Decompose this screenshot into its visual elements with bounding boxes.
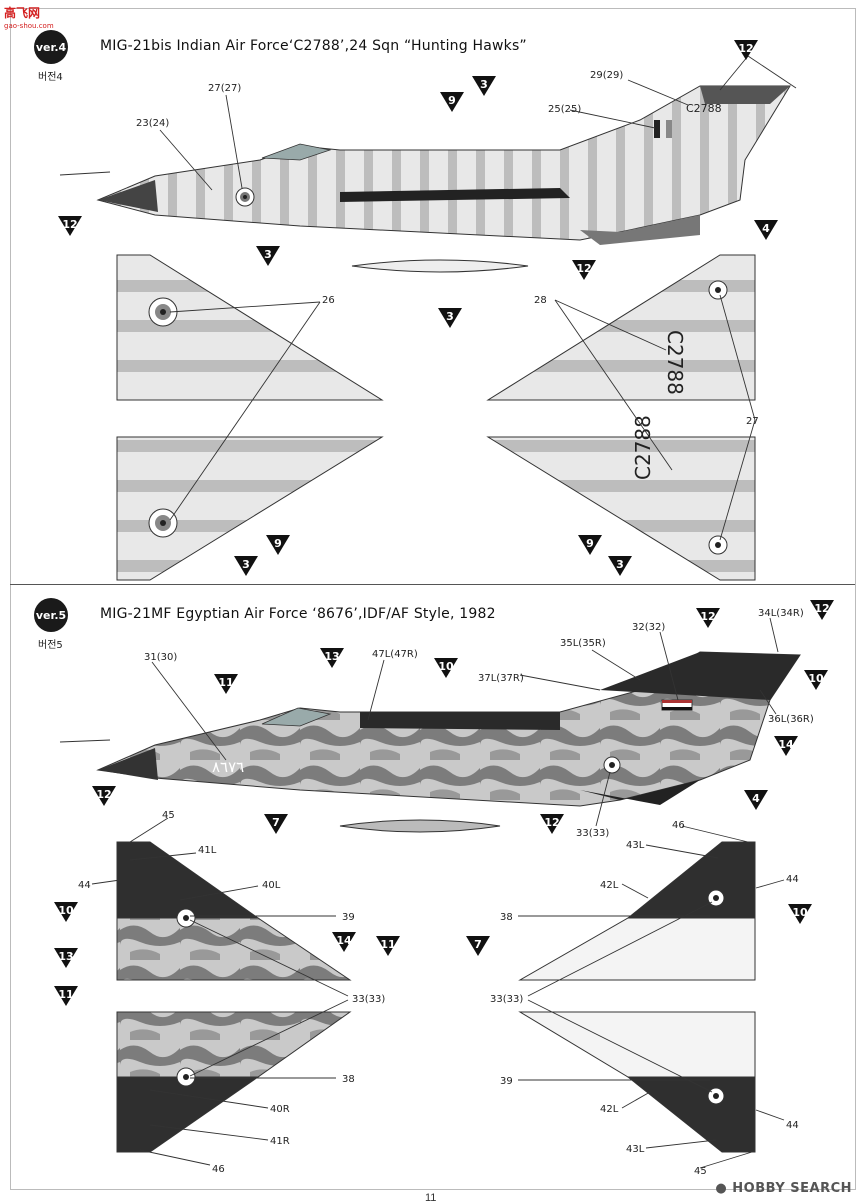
svg-text:38: 38 <box>500 912 513 923</box>
svg-text:3: 3 <box>616 558 624 571</box>
svg-text:25(25): 25(25) <box>548 104 581 115</box>
svg-text:36L(36R): 36L(36R) <box>768 714 814 725</box>
svg-text:34L(34R): 34L(34R) <box>758 608 804 619</box>
svg-text:41L: 41L <box>198 845 217 856</box>
v5-leader-lines <box>91 617 785 1169</box>
svg-text:44: 44 <box>786 874 799 885</box>
svg-text:38: 38 <box>342 1074 355 1085</box>
svg-text:12: 12 <box>576 262 591 275</box>
svg-text:26: 26 <box>322 295 335 306</box>
svg-text:31(30): 31(30) <box>144 652 177 663</box>
v5-callouts: 31(30) 47L(47R) 32(32) 35L(35R) 37L(37R)… <box>78 608 814 1177</box>
svg-text:33(33): 33(33) <box>352 994 385 1005</box>
svg-text:40L: 40L <box>262 880 281 891</box>
svg-text:39: 39 <box>342 912 355 923</box>
svg-text:41R: 41R <box>270 1136 290 1147</box>
svg-text:7: 7 <box>474 938 482 951</box>
svg-text:13: 13 <box>58 950 73 963</box>
v5-side-profile: ٨٦٧٦ <box>59 651 801 807</box>
svg-text:39: 39 <box>500 1076 513 1087</box>
svg-text:43L: 43L <box>626 840 645 851</box>
version-badge-korean: 버전5 <box>38 640 63 651</box>
svg-text:42L: 42L <box>600 1104 619 1115</box>
version-title: MIG-21bis Indian Air Force‘C2788’,24 Sqn… <box>100 38 527 54</box>
svg-text:10: 10 <box>438 660 454 673</box>
svg-text:43L: 43L <box>626 1144 645 1155</box>
svg-text:11: 11 <box>380 938 395 951</box>
svg-text:3: 3 <box>446 310 454 323</box>
page-frame <box>10 8 856 1190</box>
svg-text:12: 12 <box>544 816 559 829</box>
page-number: 11 <box>425 1192 437 1204</box>
svg-text:33(33): 33(33) <box>576 828 609 839</box>
svg-text:47L(47R): 47L(47R) <box>372 649 418 660</box>
svg-text:11: 11 <box>218 676 233 689</box>
svg-text:42L: 42L <box>600 880 619 891</box>
svg-text:27(27): 27(27) <box>208 83 241 94</box>
svg-text:37L(37R): 37L(37R) <box>478 673 524 684</box>
svg-text:9: 9 <box>274 537 282 550</box>
svg-text:14: 14 <box>336 934 352 947</box>
svg-text:12: 12 <box>62 218 77 231</box>
svg-text:12: 12 <box>814 602 829 615</box>
v4-callouts: 23(24) 27(27) 25(25) 29(29) 26 28 27 <box>136 70 759 427</box>
tail-serial: C2788 <box>686 102 722 115</box>
v5-color-markers: 11 13 10 12 12 10 14 12 7 12 4 10 13 14 … <box>54 600 834 1006</box>
svg-text:46: 46 <box>212 1164 225 1175</box>
svg-text:28: 28 <box>534 295 547 306</box>
wing-serial: C2788 <box>631 415 655 480</box>
version-title: MIG-21MF Egyptian Air Force ‘8676’,IDF/A… <box>100 606 496 622</box>
svg-text:7: 7 <box>272 816 280 829</box>
svg-text:29(29): 29(29) <box>590 70 623 81</box>
svg-text:3: 3 <box>264 248 272 261</box>
svg-text:12: 12 <box>96 788 111 801</box>
svg-text:33(33): 33(33) <box>490 994 523 1005</box>
footer-watermark: ● HOBBY SEARCH <box>715 1181 852 1196</box>
svg-text:45: 45 <box>162 810 175 821</box>
watermark-icon: ● <box>715 1181 728 1196</box>
svg-text:12: 12 <box>700 610 715 623</box>
svg-text:11: 11 <box>58 988 73 1001</box>
nose-number: ٨٦٧٦ <box>212 758 244 776</box>
version-badge-korean: 버전4 <box>38 72 63 83</box>
svg-text:40R: 40R <box>270 1104 290 1115</box>
site-url: gao-shou.com <box>4 22 54 30</box>
site-logo: 高飞网 <box>4 6 41 20</box>
v4-color-markers: 12 9 3 12 3 12 4 3 9 3 9 3 <box>58 40 778 576</box>
svg-text:3: 3 <box>242 558 250 571</box>
svg-text:14: 14 <box>778 738 794 751</box>
svg-text:9: 9 <box>586 537 594 550</box>
svg-text:46: 46 <box>672 820 685 831</box>
v4-side-profile: C2788 <box>59 85 791 245</box>
svg-text:13: 13 <box>324 650 339 663</box>
svg-text:44: 44 <box>786 1120 799 1131</box>
svg-text:32(32): 32(32) <box>632 622 665 633</box>
section-divider <box>10 584 855 585</box>
svg-text:3: 3 <box>480 78 488 91</box>
svg-text:12: 12 <box>738 42 753 55</box>
version-badge: ver.5 <box>34 598 68 632</box>
svg-text:45: 45 <box>694 1166 707 1177</box>
svg-text:10: 10 <box>808 672 824 685</box>
svg-text:4: 4 <box>762 222 770 235</box>
svg-text:23(24): 23(24) <box>136 118 169 129</box>
v4-wing-planforms: C2788 C2788 <box>116 254 756 581</box>
version-badge: ver.4 <box>34 30 68 64</box>
svg-text:4: 4 <box>752 792 760 805</box>
svg-text:44: 44 <box>78 880 91 891</box>
svg-text:10: 10 <box>58 904 74 917</box>
v5-wing-planforms <box>116 841 756 1153</box>
svg-text:10: 10 <box>792 906 808 919</box>
wing-serial: C2788 <box>663 330 687 395</box>
svg-text:27: 27 <box>746 416 759 427</box>
svg-text:35L(35R): 35L(35R) <box>560 638 606 649</box>
v4-leader-lines <box>159 55 797 541</box>
svg-text:9: 9 <box>448 94 456 107</box>
